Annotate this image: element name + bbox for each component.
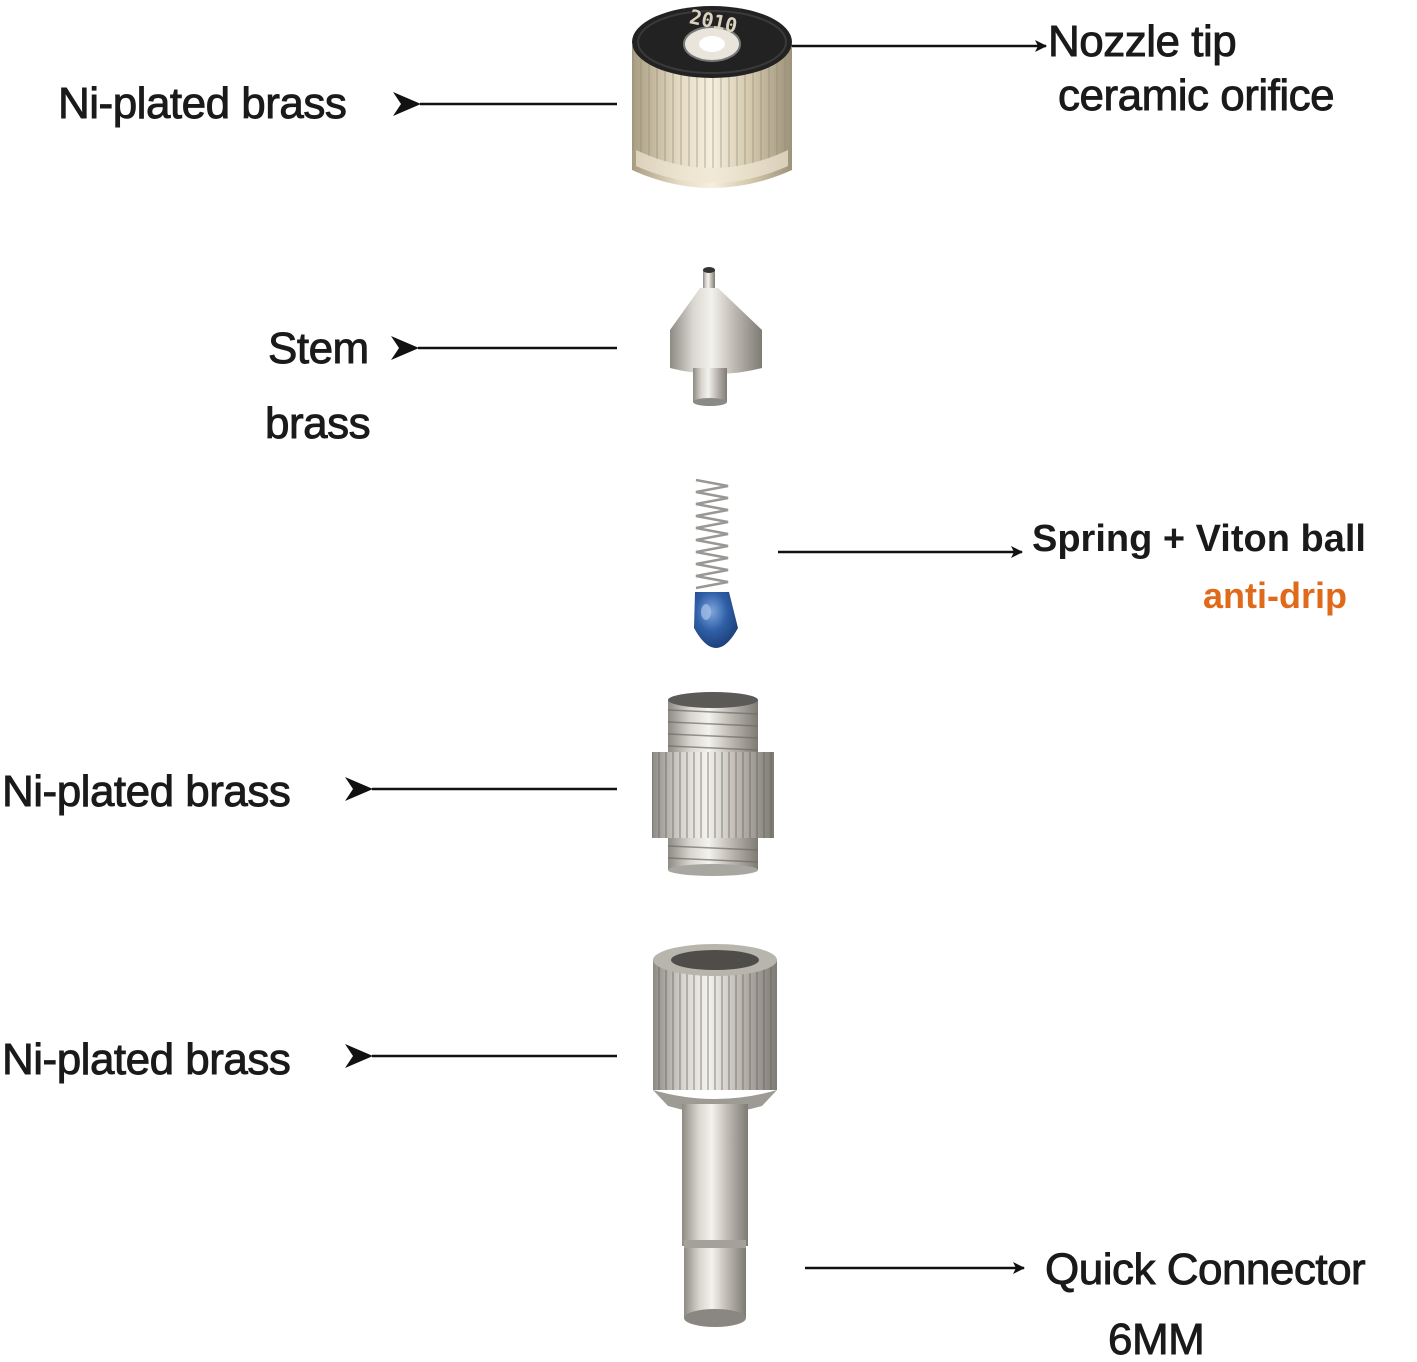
quick-connector-label: Quick Connector [1045, 1245, 1367, 1294]
nozzle-material-label: Ni-plated brass [58, 79, 348, 128]
quick-connector-size-label: 6MM [1108, 1315, 1206, 1362]
nozzle-cap: 2010 [632, 4, 792, 188]
stem-label: Stem [268, 324, 370, 373]
anti-drip-label: anti-drip [1203, 575, 1347, 616]
nozzle-tip-sub-label: ceramic orifice [1058, 71, 1336, 120]
body-material-label: Ni-plated brass [2, 767, 292, 816]
body-part [652, 692, 774, 876]
stem-material-label: brass [265, 399, 371, 448]
spring-label: Spring + Viton ball [1032, 518, 1366, 560]
quick-connector-part [653, 944, 777, 1327]
connector-material-label: Ni-plated brass [2, 1035, 292, 1084]
viton-ball [694, 592, 738, 648]
spring-part [695, 478, 729, 590]
nozzle-tip-label: Nozzle tip [1048, 17, 1238, 66]
stem-part [670, 267, 762, 406]
